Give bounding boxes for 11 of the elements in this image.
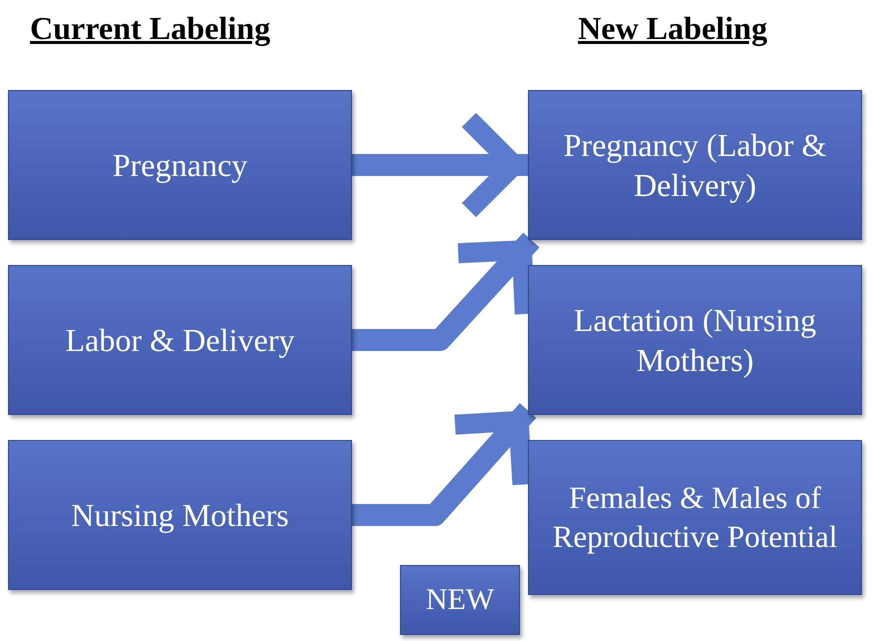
label-box: Pregnancy [8, 90, 352, 240]
arrow [352, 232, 540, 351]
column-heading: Current Labeling [30, 9, 270, 48]
label-box: Females & Males of Reproductive Potential [528, 440, 862, 595]
label-box: Labor & Delivery [8, 265, 352, 415]
label-box: Nursing Mothers [8, 440, 352, 590]
label-box: Lactation (Nursing Mothers) [528, 265, 862, 415]
arrow [352, 403, 536, 526]
column-heading: New Labeling [578, 9, 768, 48]
label-box: NEW [400, 565, 520, 635]
label-box: Pregnancy (Labor & Delivery) [528, 90, 862, 240]
